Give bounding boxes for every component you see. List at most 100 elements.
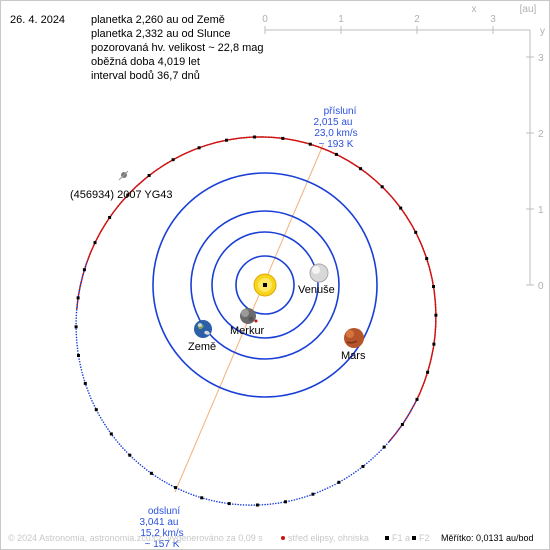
orbit-dot xyxy=(224,502,226,504)
orbit-dot xyxy=(83,379,86,382)
orbit-dot xyxy=(334,483,336,486)
orbit-dot xyxy=(91,400,93,402)
orbit-dot xyxy=(387,441,390,444)
asteroid-orbit-points xyxy=(74,135,438,507)
orbit-dot xyxy=(159,478,161,480)
top-tick-label: 2 xyxy=(414,14,420,25)
orbit-dot xyxy=(145,469,148,471)
orbit-dot xyxy=(242,504,245,506)
orbit-dot xyxy=(88,392,90,395)
orbit-dot xyxy=(93,404,96,407)
orbit-dot xyxy=(394,432,397,435)
info-magnitude: pozorovaná hv. velikost ~ 22,8 mag xyxy=(91,42,264,54)
orbit-dot xyxy=(208,499,210,501)
orbit-dot xyxy=(115,439,117,441)
legend-center-text: střed elipsy, ohniska xyxy=(288,533,369,543)
orbit-dot xyxy=(319,490,321,493)
orbit-position-marker xyxy=(93,241,97,245)
orbit-position-marker xyxy=(225,138,228,142)
orbit-dot xyxy=(86,387,88,389)
orbit-dot xyxy=(154,475,157,477)
orbit-dot xyxy=(372,457,374,459)
orbit-dot xyxy=(168,483,170,486)
orbit-position-marker xyxy=(147,174,151,177)
orbit-position-marker xyxy=(76,296,80,300)
orbit-dot xyxy=(391,437,393,439)
orbit-dot xyxy=(76,303,78,306)
legend-focus2-text: F2 xyxy=(419,533,430,543)
merkur-label: Merkur xyxy=(230,325,265,337)
orbit-dot xyxy=(218,501,221,503)
info-period: oběžná doba 4,019 let xyxy=(91,56,200,68)
orbit-dot xyxy=(402,421,405,424)
orbit-dot xyxy=(120,445,122,447)
orbit-dot xyxy=(76,306,78,308)
right-axis: 3 2 1 0 y xyxy=(526,26,545,292)
orbit-position-marker xyxy=(308,142,312,146)
orbit-dot xyxy=(79,287,81,289)
orbit-dot xyxy=(411,407,414,410)
orbit-dot xyxy=(357,469,360,471)
orbit-position-marker xyxy=(255,503,259,507)
aphelion-label: odsluní 3,041 au 15,2 km/s ~ 157 K xyxy=(140,506,184,550)
orbit-dot xyxy=(122,447,124,449)
orbit-position-marker xyxy=(334,152,338,156)
aphelion-distance: 3,041 au xyxy=(140,517,179,528)
orbit-dot xyxy=(104,423,106,426)
orbit-dot xyxy=(108,430,111,433)
orbit-dot xyxy=(412,405,415,407)
orbit-dot xyxy=(298,497,301,500)
mars-orbit xyxy=(152,172,378,398)
orbit-dot xyxy=(324,488,326,491)
orbit-position-marker xyxy=(109,432,113,436)
aphelion-speed: 15,2 km/s xyxy=(140,528,183,539)
orbit-position-marker xyxy=(82,268,86,272)
orbit-dot xyxy=(75,317,77,319)
orbit-dot xyxy=(234,503,237,506)
orbit-dot xyxy=(205,498,208,500)
orbit-dot xyxy=(250,504,253,506)
orbit-dot xyxy=(376,453,378,456)
orbit-dot xyxy=(76,347,79,350)
mars-label: Mars xyxy=(341,350,366,362)
orbit-dot xyxy=(192,494,195,497)
orbit-dot xyxy=(156,476,159,479)
ellipse-center-marker xyxy=(254,319,258,323)
orbit-dot xyxy=(77,350,79,352)
orbit-position-marker xyxy=(415,397,419,401)
orbit-dot xyxy=(75,314,78,317)
orbit-dot xyxy=(221,501,223,504)
orbit-dot xyxy=(329,486,331,488)
venuse-label: Venuše xyxy=(298,284,335,296)
orbit-dot xyxy=(81,371,83,374)
orbit-dot xyxy=(306,495,309,497)
zeme-icon xyxy=(194,320,212,338)
orbit-dot xyxy=(414,402,416,405)
orbit-dot xyxy=(82,273,84,276)
orbit-position-marker xyxy=(149,471,153,475)
orbit-dot xyxy=(346,476,348,479)
orbit-dot xyxy=(343,478,346,480)
orbit-dot xyxy=(92,402,94,405)
orbit-dot xyxy=(107,428,109,430)
orbit-dot xyxy=(269,503,272,505)
mars-icon xyxy=(344,328,364,348)
orbit-dot xyxy=(78,361,81,363)
orbit-dot xyxy=(79,284,82,287)
orbit-dot xyxy=(89,395,91,397)
aphelion-temperature: ~ 157 K xyxy=(145,539,180,550)
orbit-position-marker xyxy=(281,136,285,140)
orbit-dot xyxy=(98,414,101,417)
orbit-dot xyxy=(75,339,78,341)
orbit-dot xyxy=(314,492,316,495)
orbit-dot xyxy=(301,496,304,499)
orbit-position-marker xyxy=(359,167,363,171)
orbit-dot xyxy=(240,504,242,506)
orbit-dot xyxy=(75,309,78,311)
orbit-position-marker xyxy=(83,381,87,385)
orbit-dot xyxy=(90,397,92,400)
orbit-dot xyxy=(396,430,399,433)
orbit-dot xyxy=(378,451,380,454)
orbit-dot xyxy=(374,455,376,457)
